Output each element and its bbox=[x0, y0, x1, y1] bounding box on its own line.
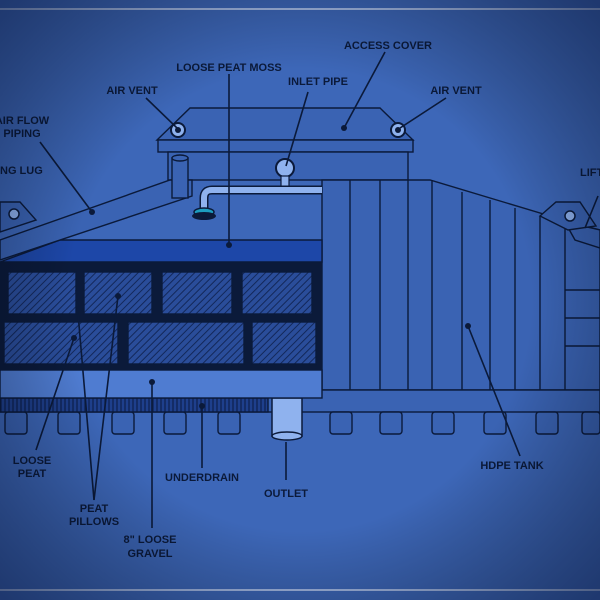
dot-access-cover bbox=[341, 125, 347, 131]
label-loose-peat-line1: LOOSE bbox=[13, 455, 52, 467]
label-loose-peat-moss: LOOSE PEAT MOSS bbox=[176, 62, 282, 74]
dot-loose-peat-moss bbox=[226, 242, 232, 248]
dot-loose-peat bbox=[71, 335, 77, 341]
label-air-vent-left: AIR VENT bbox=[106, 85, 158, 97]
dot-hdpe-tank bbox=[465, 323, 471, 329]
dot-peat-pillows bbox=[115, 293, 121, 299]
label-lifting-lug-right: LIFT bbox=[580, 167, 600, 179]
leader-air-flow-piping bbox=[39, 141, 93, 213]
label-loose-gravel-line2: GRAVEL bbox=[127, 548, 172, 560]
leader-air-vent-right bbox=[399, 97, 447, 129]
label-air-vent-right: AIR VENT bbox=[430, 85, 482, 97]
label-loose-peat-line2: PEAT bbox=[18, 468, 47, 480]
label-peat-pillows-line2: PILLOWS bbox=[69, 516, 119, 528]
label-loose-gravel-line1: 8" LOOSE bbox=[124, 534, 177, 546]
leader-air-vent-left bbox=[145, 97, 178, 129]
dot-underdrain bbox=[199, 403, 205, 409]
underdrain-strip bbox=[0, 397, 269, 413]
dot-loose-gravel bbox=[149, 379, 155, 385]
label-inlet-pipe: INLET PIPE bbox=[288, 76, 348, 88]
label-air-flow-piping-line2: PIPING bbox=[3, 128, 40, 140]
gravel-layer bbox=[0, 369, 323, 399]
label-air-flow-piping-line1: AIR FLOW bbox=[0, 115, 50, 127]
label-outlet: OUTLET bbox=[264, 488, 308, 500]
outlet-pipe bbox=[271, 397, 303, 441]
lifting-lug-left bbox=[0, 201, 38, 233]
label-lifting-lug-left: NG LUG bbox=[0, 165, 43, 177]
dot-air-flow-piping bbox=[89, 209, 95, 215]
label-peat-pillows-line1: PEAT bbox=[80, 503, 109, 515]
air-vent-right-icon bbox=[390, 122, 406, 138]
peat-pillows-bottom-row bbox=[3, 321, 317, 365]
label-underdrain: UNDERDRAIN bbox=[165, 472, 239, 484]
label-hdpe-tank: HDPE TANK bbox=[480, 460, 543, 472]
label-access-cover: ACCESS COVER bbox=[344, 40, 432, 52]
